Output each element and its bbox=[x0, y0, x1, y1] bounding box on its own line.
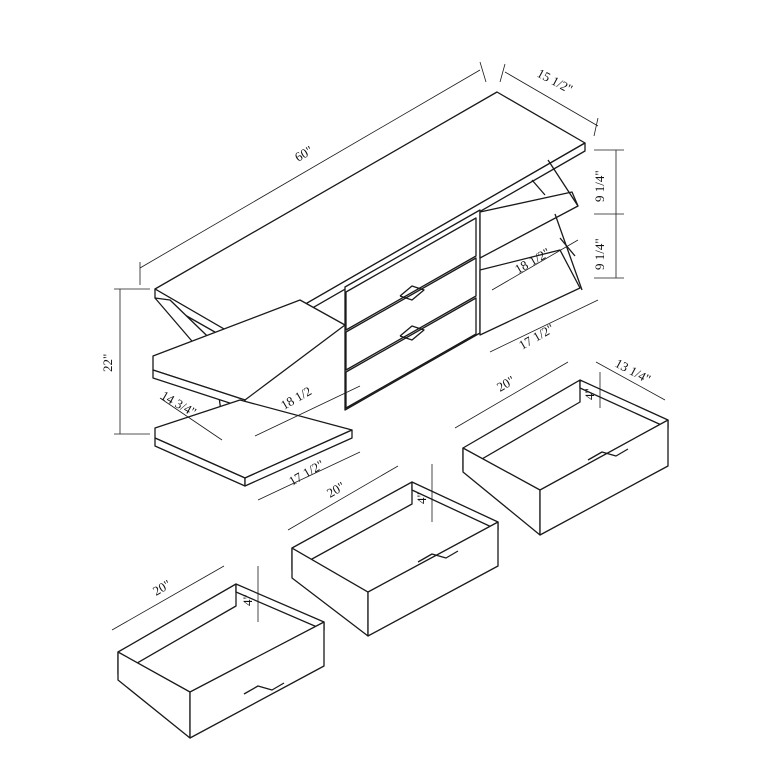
right-x-support-c bbox=[531, 179, 546, 196]
drawer-left-width: 20" bbox=[150, 576, 173, 598]
drawer-middle bbox=[287, 464, 499, 637]
drawer-right bbox=[454, 361, 669, 536]
right-x-support-a bbox=[547, 159, 579, 207]
dim-right-base-width: 17 1/2" bbox=[516, 321, 557, 353]
dim-width-top: 60" bbox=[292, 142, 315, 164]
dim-height-total: 22" bbox=[100, 354, 115, 372]
drawer-right-height: 4" bbox=[582, 388, 597, 400]
dim-left-shelf-width: 18 1/2 bbox=[278, 383, 314, 412]
drawer-front-bottom bbox=[345, 297, 477, 409]
drawer-right-width: 20" bbox=[494, 372, 517, 394]
dim-shelf-gap-upper: 9 1/4" bbox=[592, 170, 607, 202]
dim-depth-top: 15 1/2" bbox=[535, 65, 576, 96]
tv-stand bbox=[152, 91, 586, 487]
stand-dimension-lines bbox=[114, 61, 624, 501]
right-x-support-d bbox=[559, 237, 576, 257]
drawer-left bbox=[111, 565, 325, 739]
drawer-handle-top bbox=[399, 285, 425, 301]
drawer-handle-middle bbox=[399, 325, 425, 341]
right-x-support-b bbox=[554, 213, 583, 291]
drawer-middle-height: 4" bbox=[414, 492, 429, 504]
dim-shelf-gap-lower: 9 1/4" bbox=[592, 238, 607, 270]
right-lower-shelf bbox=[479, 249, 581, 336]
drawer-front-middle bbox=[345, 257, 477, 371]
dim-left-depth: 14 3/4" bbox=[159, 388, 200, 420]
left-middle-shelf bbox=[152, 299, 346, 401]
drawer-left-height: 4" bbox=[240, 594, 255, 606]
drawer-right-depth: 13 1/4" bbox=[613, 355, 654, 386]
drawer-front-top bbox=[345, 217, 477, 331]
bottom-base-right-edge bbox=[244, 429, 353, 487]
